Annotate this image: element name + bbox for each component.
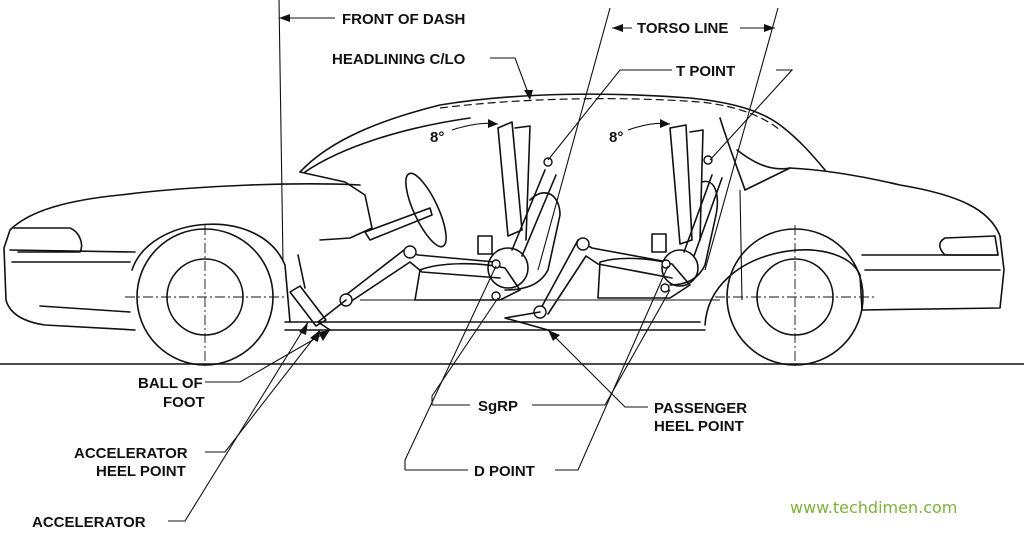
ball-of-foot-label-line2: FOOT [163, 394, 205, 411]
angle-front-label: 8° [430, 129, 444, 146]
ball-of-foot-label-line1: BALL OF [138, 375, 203, 392]
torso-line-label: TORSO LINE [637, 20, 728, 37]
headlining-label: HEADLINING C/LO [332, 51, 466, 68]
rear-wheel [715, 225, 875, 368]
accelerator-heel-label-line1: ACCELERATOR [74, 445, 188, 462]
sgrp-label: SgRP [478, 398, 518, 415]
passenger-heel-label-line1: PASSENGER [654, 400, 747, 417]
accelerator-heel-label-line2: HEEL POINT [96, 463, 186, 480]
watermark-url: www.techdimen.com [790, 498, 957, 517]
driver-manikin [317, 157, 557, 331]
steering-wheel [364, 172, 447, 248]
t-point-label: T POINT [676, 63, 735, 80]
accelerator-pedal [289, 254, 327, 327]
front-wheel [125, 225, 285, 368]
passenger-heel-label-line2: HEEL POINT [654, 418, 744, 435]
d-point-label: D POINT [474, 463, 535, 480]
accelerator-label: ACCELERATOR [32, 514, 146, 531]
front-seat [414, 121, 561, 301]
front-of-dash-label: FRONT OF DASH [342, 11, 465, 28]
leader-lines [168, 0, 794, 522]
car-body [3, 93, 1005, 331]
angle-rear-label: 8° [609, 129, 623, 146]
passenger-manikin [504, 155, 723, 331]
